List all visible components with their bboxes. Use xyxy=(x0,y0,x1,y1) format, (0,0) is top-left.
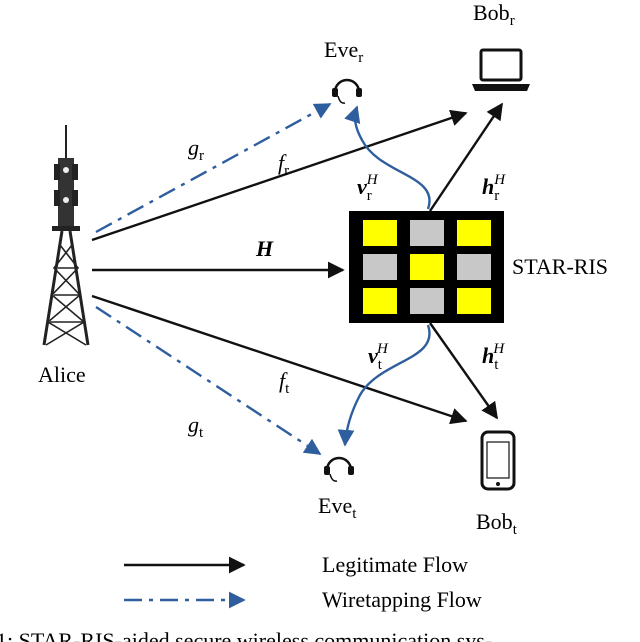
ris-element xyxy=(457,254,491,280)
ris-element xyxy=(410,288,444,314)
alice-to-eve-t-wiretap-arrow xyxy=(95,305,322,456)
alice-to-eve-r-wiretap-arrow xyxy=(95,102,332,234)
legend-legitimate-label: Legitimate Flow xyxy=(322,552,468,577)
laptop-icon xyxy=(472,48,530,91)
headset-icon xyxy=(324,456,354,482)
f-t-label: ft xyxy=(279,368,290,397)
figure-caption: 1: STAR-RIS-aided secure wireless commun… xyxy=(0,628,492,642)
star-ris-panel xyxy=(349,211,504,323)
ris-to-bob-r-arrow xyxy=(429,102,503,212)
eve-r-label: Ever xyxy=(324,37,363,66)
star-ris-label: STAR-RIS xyxy=(512,254,608,279)
ris-to-eve-t-wiretap-arrow xyxy=(337,324,431,447)
ris-element xyxy=(457,288,491,314)
h-r-label: hrH xyxy=(482,172,506,204)
v-t-label: vtH xyxy=(368,341,389,373)
h-matrix-label: H xyxy=(255,236,274,261)
ris-element xyxy=(363,220,397,246)
alice-label: Alice xyxy=(38,362,86,387)
ris-element xyxy=(410,220,444,246)
cell-tower-icon xyxy=(42,125,90,346)
headset-icon xyxy=(332,78,362,104)
alice-to-bob-t-arrow xyxy=(91,294,468,425)
bob-r-label: Bobr xyxy=(473,0,515,29)
ris-element xyxy=(363,254,397,280)
smartphone-icon xyxy=(480,430,516,491)
ris-to-eve-r-wiretap-arrow xyxy=(344,105,431,210)
g-r-label: gr xyxy=(188,135,204,164)
h-t-label: htH xyxy=(482,341,505,373)
alice-to-bob-r-arrow xyxy=(91,109,468,242)
v-r-label: vrH xyxy=(357,172,379,204)
ris-element xyxy=(363,288,397,314)
eve-t-label: Evet xyxy=(318,493,357,522)
ris-to-bob-t-arrow xyxy=(429,322,498,420)
ris-element xyxy=(410,254,444,280)
legend-wiretapping-label: Wiretapping Flow xyxy=(322,587,482,612)
bob-t-label: Bobt xyxy=(476,509,518,538)
f-r-label: fr xyxy=(278,150,289,179)
ris-element xyxy=(457,220,491,246)
g-t-label: gt xyxy=(188,412,204,441)
